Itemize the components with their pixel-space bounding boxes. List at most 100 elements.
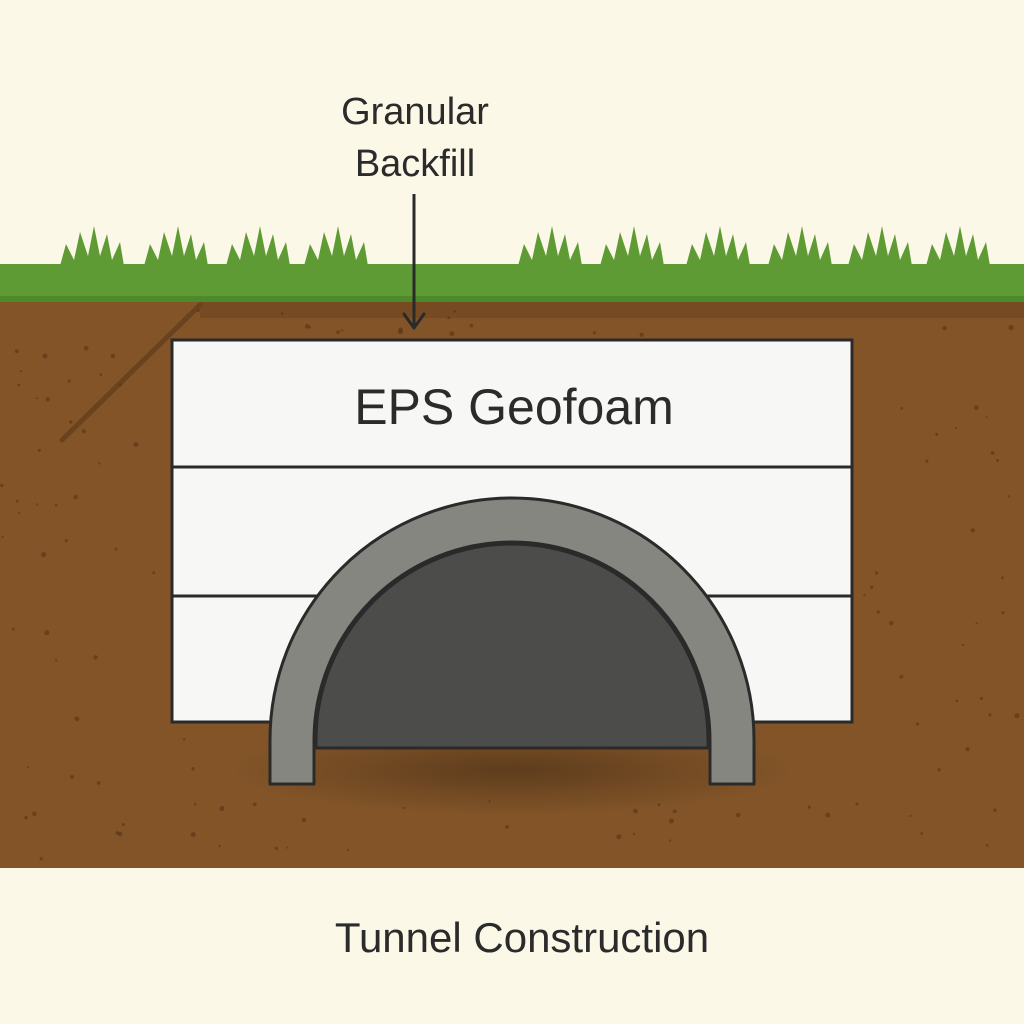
soil-speck: [449, 331, 455, 337]
soil-speck: [26, 766, 29, 769]
soil-speck: [668, 818, 674, 824]
soil-speck: [36, 503, 39, 506]
soil-speck: [447, 316, 451, 320]
soil-speck: [965, 747, 970, 752]
grass-tuft-icon: [518, 226, 582, 266]
soil-speck: [870, 585, 874, 589]
soil-speck: [42, 353, 48, 359]
soil-speck: [453, 309, 457, 313]
soil-speck: [74, 716, 80, 722]
soil-speck: [979, 696, 984, 701]
soil-speck: [14, 349, 19, 354]
soil-speck: [67, 379, 71, 383]
soil-speck: [863, 594, 866, 597]
soil-speck: [970, 528, 975, 533]
soil-speck: [69, 420, 73, 424]
grass-tuft-icon: [304, 226, 368, 266]
soil-speck: [0, 483, 4, 488]
grass-strip: [0, 264, 1024, 302]
diagram-caption: Tunnel Construction: [335, 914, 709, 961]
down-arrow-icon: [402, 194, 426, 330]
soil-speck: [915, 722, 920, 726]
soil-speck: [990, 451, 995, 455]
soil-speck: [190, 832, 196, 838]
soil-speck: [182, 738, 186, 741]
soil-speck: [672, 809, 677, 814]
soil-specks: [0, 309, 1020, 861]
tunnel-lining: [268, 496, 756, 786]
soil-speck: [64, 539, 68, 543]
soil-speck: [73, 494, 78, 500]
soil-speck: [986, 844, 989, 847]
soil-speck: [336, 330, 340, 335]
tunnel-interior: [314, 542, 710, 750]
soil-speck: [875, 571, 879, 575]
soil-speck: [1, 535, 4, 539]
soil-speck: [274, 846, 279, 851]
soil-speck: [1001, 576, 1004, 580]
soil-speck: [825, 812, 831, 818]
soil-speck: [988, 713, 992, 717]
soil-speck: [669, 839, 672, 842]
grass-tuft-icon: [848, 226, 912, 266]
soil-speck: [252, 802, 257, 807]
soil-speck: [807, 805, 811, 809]
soil-speck: [15, 499, 19, 503]
soil-speck: [639, 332, 644, 337]
soil-speck: [133, 442, 139, 447]
soil-speck: [114, 547, 118, 551]
grass-tufts: [60, 226, 990, 266]
soil-speck: [876, 610, 880, 614]
soil-speck: [955, 427, 958, 430]
soil-speck: [81, 429, 86, 434]
grass-tuft-icon: [600, 226, 664, 266]
soil-speck: [592, 331, 597, 335]
soil-speck: [118, 383, 123, 387]
soil-speck: [632, 832, 636, 836]
soil-speck: [985, 416, 988, 419]
soil-speck: [975, 622, 978, 625]
grass-tuft-icon: [926, 226, 990, 266]
soil-speck: [11, 627, 15, 631]
soil-speck: [39, 857, 43, 861]
soil-speck: [19, 370, 23, 373]
grass-tuft-icon: [144, 226, 208, 266]
soil-speck: [1008, 324, 1014, 331]
grass-strip-shade: [0, 296, 1024, 302]
soil-speck: [219, 806, 225, 811]
soil-speck: [301, 817, 307, 823]
soil-speck: [616, 834, 622, 840]
soil-speck: [83, 345, 89, 351]
soil-speck: [196, 309, 200, 312]
soil-shade: [200, 300, 1024, 318]
soil-speck: [54, 503, 58, 507]
grass-tuft-icon: [226, 226, 290, 266]
soil-speck: [935, 432, 939, 436]
soil-speck: [99, 373, 103, 376]
soil-speck: [152, 571, 156, 575]
soil-speck: [1007, 495, 1010, 498]
soil-speck: [937, 768, 941, 772]
soil-speck: [973, 405, 979, 410]
soil-speck: [308, 326, 312, 329]
soil-speck: [925, 459, 929, 463]
soil-speck: [117, 831, 123, 837]
soil-speck: [121, 823, 125, 827]
soil-speck: [32, 811, 37, 816]
soil-speck: [218, 844, 221, 848]
soil-speck: [341, 329, 344, 332]
soil-speck: [505, 825, 509, 829]
excavation-slope-line: [59, 302, 203, 443]
soil-speck: [855, 802, 859, 806]
soil-speck: [996, 459, 999, 462]
soil-speck: [281, 312, 284, 316]
soil-speck: [304, 323, 310, 329]
soil-speck: [193, 803, 197, 806]
soil-speck: [110, 353, 116, 359]
backfill-label-line2: Backfill: [355, 143, 475, 185]
soil-speck: [993, 808, 997, 812]
soil-speck: [96, 781, 101, 785]
soil-speck: [70, 774, 74, 779]
grass-tuft-icon: [60, 226, 124, 266]
